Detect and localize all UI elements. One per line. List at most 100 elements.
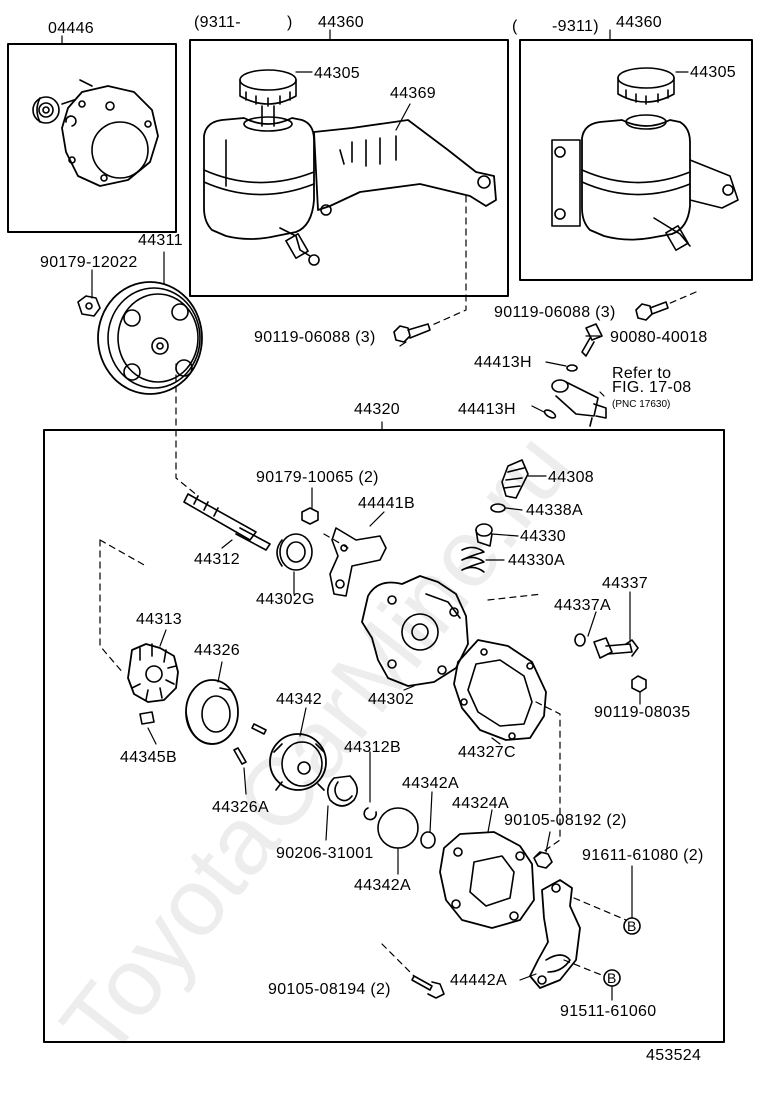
nut-90179-10065-icon [301, 507, 319, 525]
label-44337a: 44337A [554, 597, 611, 614]
pulley-icon [97, 281, 203, 395]
label-44305-a: 44305 [314, 65, 360, 82]
label-44302: 44302 [368, 691, 414, 708]
label-91611-61080: 91611-61080 (2) [582, 847, 704, 864]
pin-44337-icon [593, 637, 639, 659]
oring-44338a-icon [490, 503, 506, 513]
label-date-9311-to: -9311) [552, 18, 599, 35]
bearing-icon [32, 96, 60, 124]
reservoir-tank-icon-b [551, 119, 739, 251]
snap-ring-icon [65, 115, 77, 127]
label-44302g: 44302G [256, 591, 315, 608]
bearing-44302g-icon [276, 533, 313, 571]
oring-44342a-icon-a [377, 807, 419, 849]
label-44413h-a: 44413H [474, 354, 532, 371]
cover-44324a-icon [439, 831, 535, 929]
label-44327c: 44327C [458, 744, 516, 761]
label-44441b: 44441B [358, 495, 415, 512]
label-ref-b-b: B [607, 970, 617, 986]
valve-44330-icon [475, 523, 493, 547]
bolt-icon-b [635, 301, 669, 321]
reservoir-cap-icon-a [239, 69, 297, 127]
label-90080-40018: 90080-40018 [610, 329, 708, 346]
label-90105-08192: 90105-08192 (2) [504, 812, 627, 829]
label-44326a: 44326A [212, 799, 269, 816]
label-44345b: 44345B [120, 749, 177, 766]
label-90119-08035: 90119-08035 [594, 704, 691, 721]
reservoir-bracket-icon-a [313, 119, 497, 216]
shaft-icon [183, 493, 271, 551]
frame-pump-assembly [43, 429, 725, 1043]
label-44305-b: 44305 [690, 64, 736, 81]
label-44330: 44330 [520, 528, 566, 545]
fitting-44308-icon [501, 459, 529, 499]
label-44312b: 44312B [344, 739, 401, 756]
label-fig-17-08: FIG. 17-08 [612, 379, 692, 396]
label-date-9311-from: (9311- [194, 14, 241, 31]
pump-body-44302-icon [361, 575, 469, 687]
frame-reservoir-b [519, 39, 753, 281]
label-44338a: 44338A [526, 502, 583, 519]
label-90119-06088-b: 90119-06088 (3) [254, 329, 376, 346]
label-44413h-b: 44413H [458, 401, 516, 418]
snap-ring-44312b-icon [363, 807, 377, 821]
plate-44345b-icon [139, 711, 155, 725]
label-44342: 44342 [276, 691, 322, 708]
label-90105-08194: 90105-08194 (2) [268, 981, 391, 998]
label-44442a: 44442A [450, 972, 507, 989]
label-44320: 44320 [354, 401, 400, 418]
bracket-44441b-icon [329, 527, 387, 597]
label-44360-a: 44360 [318, 14, 364, 31]
label-91511-61060: 91511-61060 [560, 1003, 657, 1020]
label-90179-12022: 90179-12022 [40, 254, 138, 271]
gasket-44413h-icon-a [566, 364, 578, 372]
label-44360-b: 44360 [616, 14, 662, 31]
spring-44330a-icon [461, 546, 485, 573]
reservoir-tank-icon-a [203, 116, 320, 266]
gasket-44413h-icon-b [543, 409, 557, 419]
label-44312: 44312 [194, 551, 240, 568]
label-90119-06088-a: 90119-06088 (3) [494, 304, 616, 321]
gasket-icon [61, 79, 159, 187]
bracket-44442a-icon [529, 879, 581, 989]
label-04446: 04446 [48, 20, 94, 37]
bolt-90105-08192-icon [533, 851, 553, 869]
label-44326: 44326 [194, 642, 240, 659]
rotor-44313-icon [127, 643, 179, 703]
label-44342a-b: 44342A [354, 877, 411, 894]
gasket-44327c-icon [453, 639, 547, 741]
cam-ring-44326-icon [185, 679, 239, 745]
label-date-open: ( [512, 18, 518, 35]
label-44313: 44313 [136, 611, 182, 628]
label-pnc-17630: (PNC 17630) [612, 399, 671, 410]
label-90179-10065: 90179-10065 (2) [256, 469, 379, 486]
frame-gasket-kit [7, 43, 177, 233]
bolt-90119-08035-icon [631, 675, 647, 693]
plate-44342-icon [269, 733, 327, 791]
label-44342a-a: 44342A [402, 775, 459, 792]
label-44337: 44337 [602, 575, 648, 592]
label-44308: 44308 [548, 469, 594, 486]
bolt-icon-a [393, 323, 431, 343]
bolt-90105-08194-icon [411, 975, 445, 999]
label-refer-to: Refer to [612, 365, 672, 382]
oring-44342a-icon-b [420, 831, 436, 849]
snap-ring-90206-icon [326, 775, 358, 807]
frame-reservoir-a [189, 39, 509, 297]
label-44311: 44311 [138, 232, 183, 249]
nut-icon [77, 295, 101, 317]
pin-icon-b [251, 723, 267, 735]
label-44330a: 44330A [508, 552, 565, 569]
label-44324a: 44324A [452, 795, 509, 812]
reservoir-cap-icon-b [617, 67, 675, 130]
union-bolt-icon [581, 323, 603, 357]
ball-44337a-icon [574, 633, 586, 647]
diagram-number: 453524 [646, 1047, 702, 1064]
pin-44326a-icon [233, 747, 247, 765]
label-90206-31001: 90206-31001 [276, 845, 374, 862]
label-ref-b-a: B [627, 918, 637, 934]
label-date-close: ) [287, 14, 293, 31]
label-44369: 44369 [390, 85, 436, 102]
pressure-switch-icon [551, 379, 607, 427]
